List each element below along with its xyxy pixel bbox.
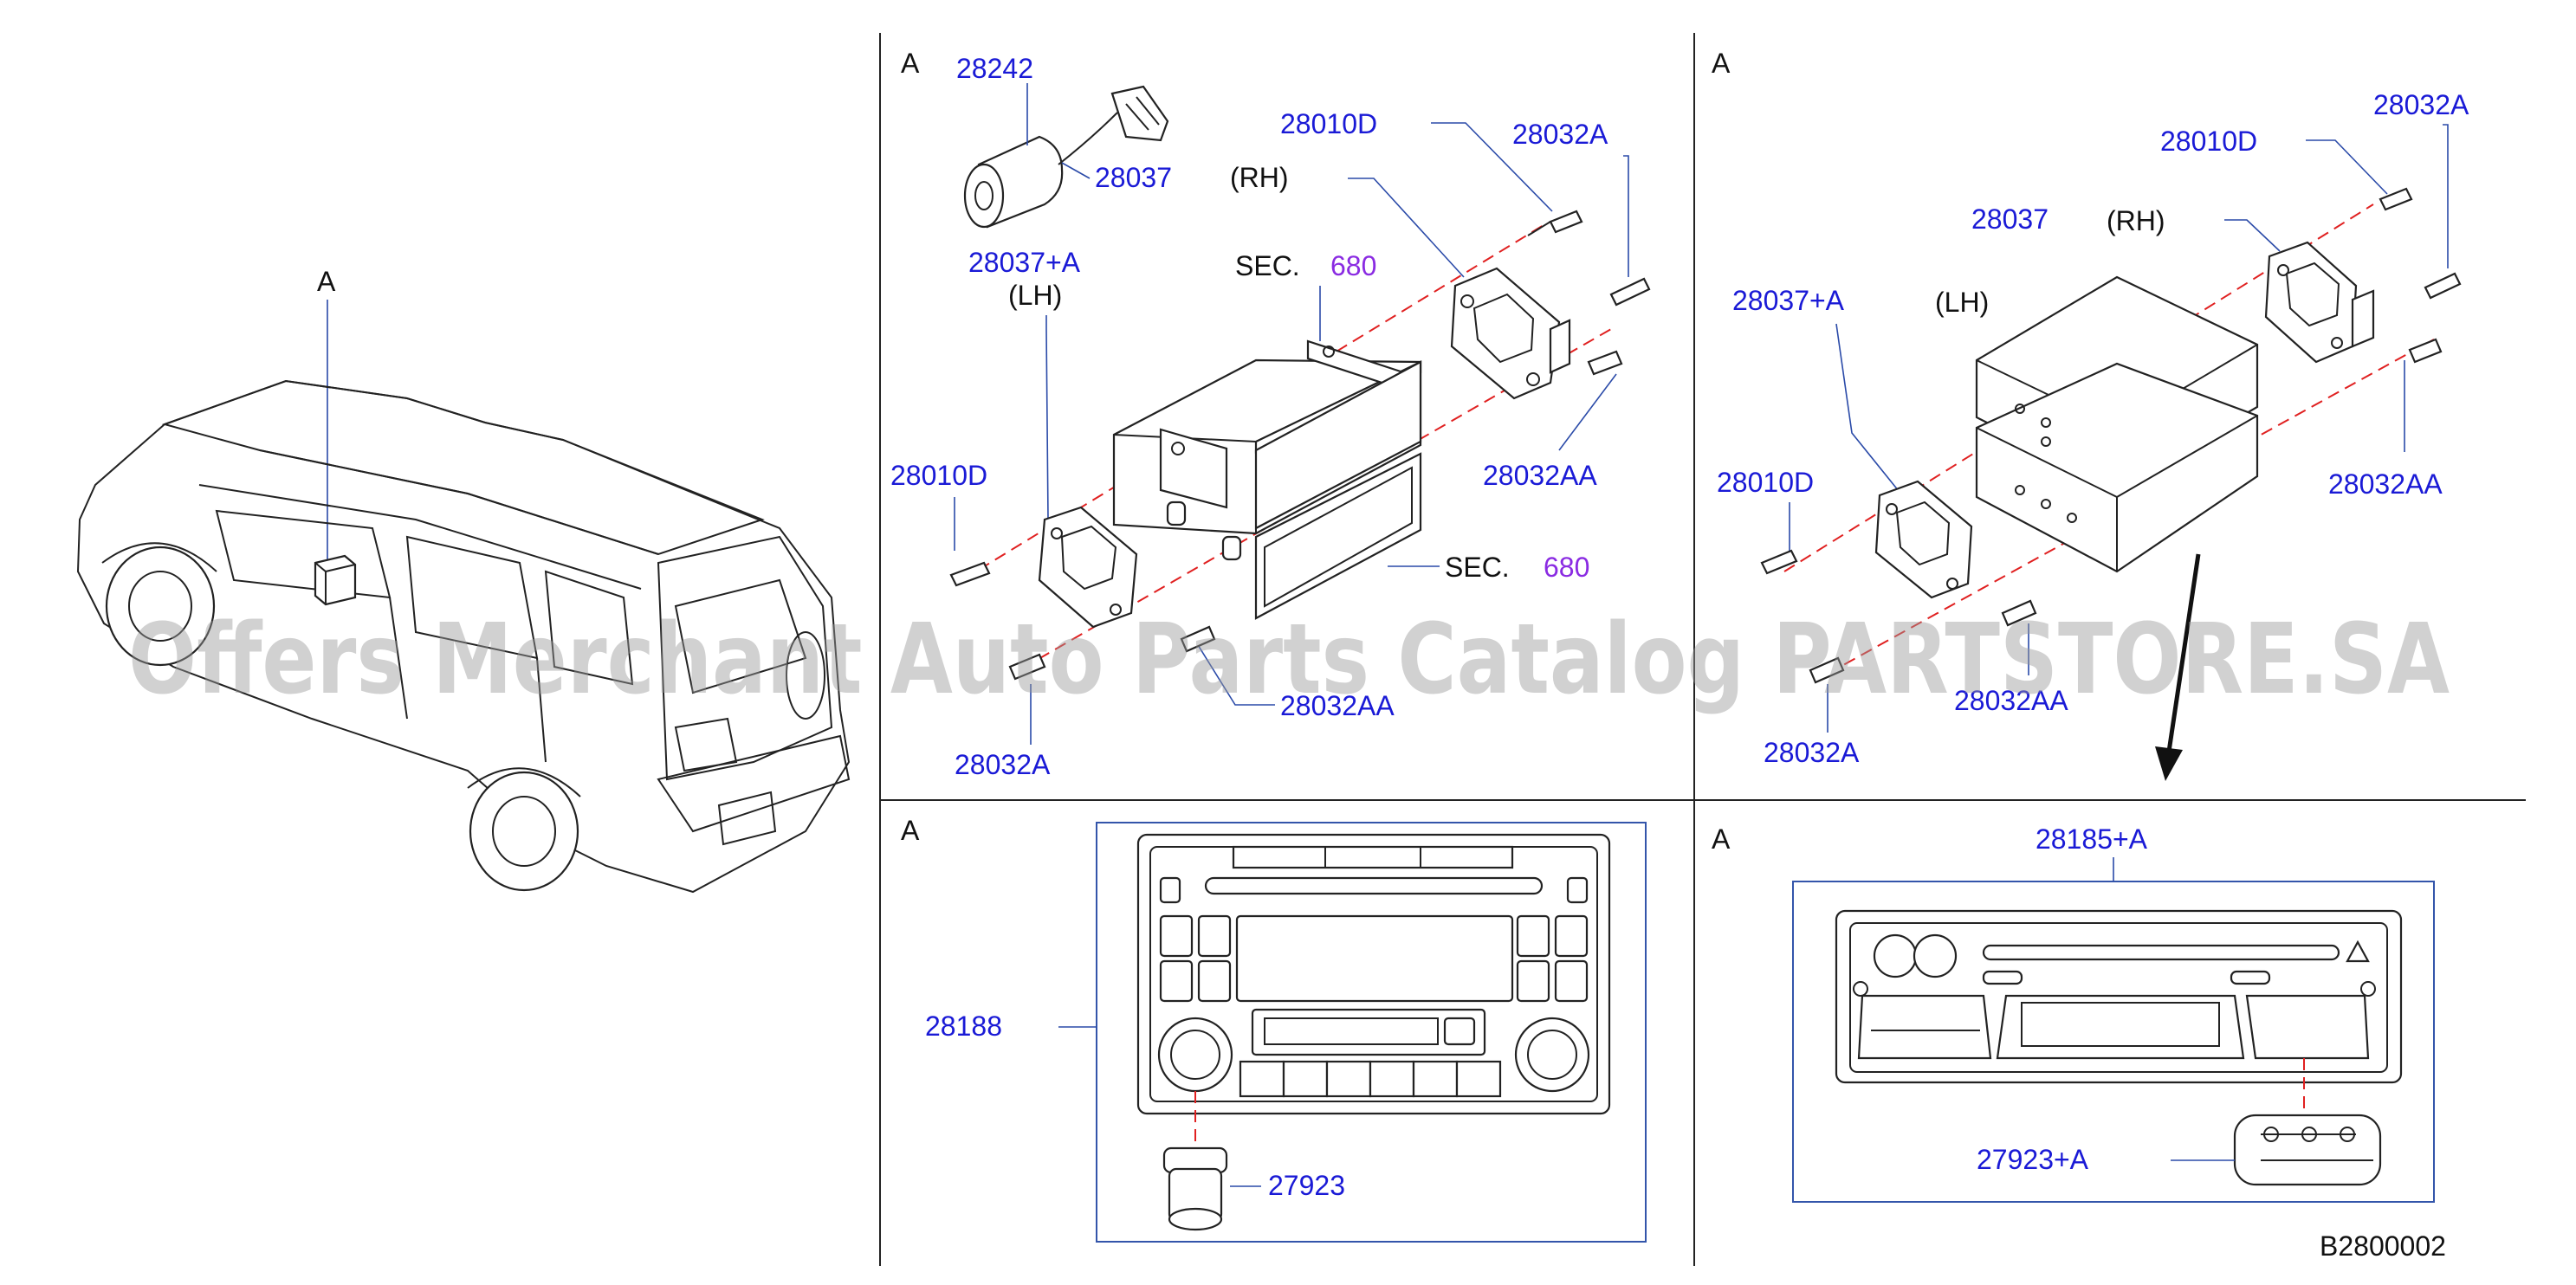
label-28032aa-right: 28032AA [2328, 468, 2443, 500]
label-28185a: 28185+A [2036, 823, 2148, 855]
arrow-icon [2155, 553, 2201, 781]
knob-part [1162, 1146, 1228, 1231]
label-27923a: 27923+A [1977, 1144, 2089, 1175]
watermark: Offers Merchant Auto Parts Catalog PARTS… [128, 604, 2450, 716]
label-28010d-left: 28010D [1717, 467, 1814, 498]
screw-parts [949, 210, 1651, 681]
vehicle-view: A [76, 266, 851, 894]
label-28037a: 28037+A [1732, 285, 1845, 316]
label-28010d-left: 28010D [890, 460, 987, 491]
bracket-lh [1038, 506, 1138, 629]
label-sec-bottom: SEC. [1445, 552, 1510, 583]
label-28242: 28242 [956, 53, 1033, 84]
button-part [2233, 1114, 2382, 1186]
radio-faceplate [1136, 833, 1611, 1115]
label-28032aa-bottom: 28032AA [1954, 685, 2068, 716]
suv-illustration [76, 379, 851, 894]
label-sec-top: SEC. [1235, 250, 1300, 281]
label-28032a-bottom: 28032A [955, 749, 1051, 780]
panel-dividers [879, 33, 2526, 1266]
label-28010d-top: 28010D [2160, 126, 2257, 157]
screw-parts [1760, 187, 2462, 684]
label-lh: (LH) [1008, 280, 1062, 311]
bracket-rh [1450, 267, 1571, 400]
label-28037: 28037 [1971, 203, 2049, 235]
radio-units [1975, 275, 2259, 573]
label-28032a-top: 28032A [1512, 119, 1608, 150]
mounting-frame [1112, 339, 1422, 620]
panel-bottom-left: A 28188 [901, 815, 1647, 1243]
panel-top-left: A 28242 28037 28010D 28032A (RH) 28037+A… [890, 48, 1651, 780]
label-28032aa-right: 28032AA [1483, 460, 1597, 491]
bracket-rh [2264, 241, 2375, 364]
bracket-lh [1874, 480, 1973, 599]
panel-bottom-right: A 28185+A [1712, 823, 2446, 1262]
callout-a: A [901, 815, 920, 846]
label-rh: (RH) [2107, 205, 2165, 236]
callout-a: A [1712, 823, 1731, 855]
radio-faceplate [1835, 909, 2403, 1084]
diagram-code: B2800002 [2320, 1230, 2446, 1262]
label-28037a: 28037+A [968, 247, 1081, 278]
label-28032a-bottom: 28032A [1764, 737, 1860, 768]
label-28032aa-bottom: 28032AA [1280, 690, 1395, 721]
label-27923: 27923 [1268, 1170, 1345, 1201]
panel-top-right: A 28010D 28032A 28037 (RH) 28037+A (LH) … [1712, 48, 2469, 781]
label-rh: (RH) [1230, 162, 1289, 193]
detail-frame [1096, 822, 1647, 1243]
speaker-part [963, 85, 1169, 229]
label-28188: 28188 [925, 1011, 1002, 1042]
callout-a: A [901, 48, 920, 79]
label-28037: 28037 [1095, 162, 1172, 193]
label-sec-top-num: 680 [1330, 250, 1376, 281]
label-28032a-top: 28032A [2373, 89, 2469, 120]
label-sec-bottom-num: 680 [1544, 552, 1589, 583]
label-28010d-top: 28010D [1280, 108, 1377, 139]
label-lh: (LH) [1935, 287, 1989, 318]
vehicle-callout-a: A [317, 266, 336, 297]
callout-a: A [1712, 48, 1731, 79]
